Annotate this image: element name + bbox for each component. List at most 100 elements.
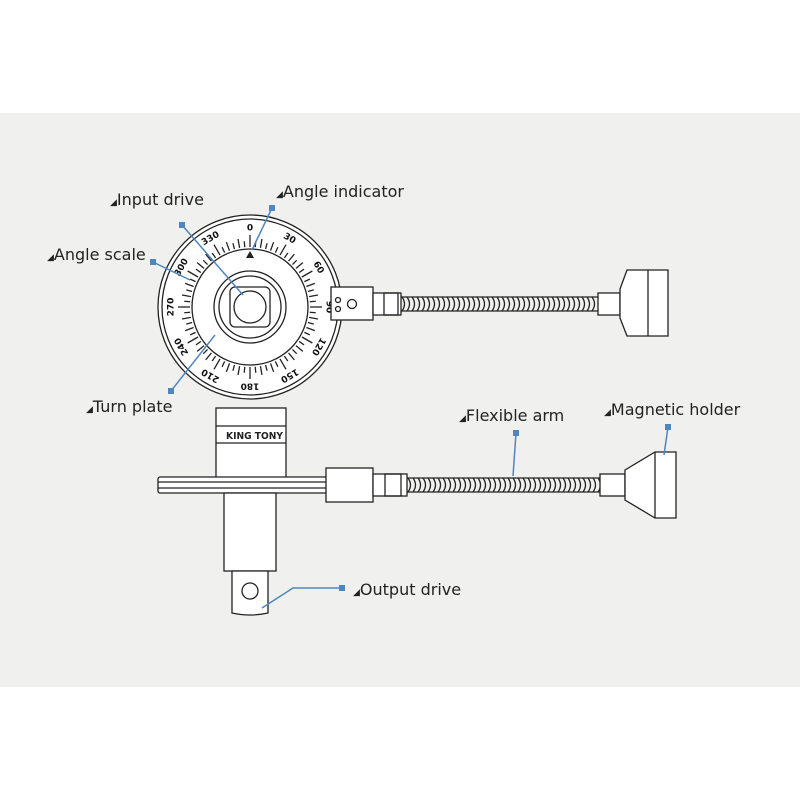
scale-tick	[304, 278, 311, 283]
scale-tick	[309, 311, 316, 314]
scale-tick	[211, 355, 217, 362]
arm-coil	[541, 296, 546, 312]
arm-coil	[467, 477, 472, 493]
arm-coil	[587, 477, 592, 493]
scale-tick	[307, 289, 314, 293]
flexible-arm-top	[401, 296, 598, 312]
arm-coil	[426, 296, 431, 312]
scale-tick	[288, 253, 295, 262]
arm-coil	[512, 477, 517, 493]
scale-tick	[237, 365, 241, 376]
scale-tick	[184, 300, 191, 303]
scale-tick	[301, 270, 313, 278]
scale-tick	[205, 352, 212, 361]
scale-tick	[243, 366, 246, 373]
arm-coil	[406, 296, 411, 312]
scale-tick	[307, 321, 314, 325]
arm-coil	[432, 477, 437, 493]
label-input-drive: ◢Input drive	[110, 190, 204, 209]
arm-coil	[412, 477, 417, 493]
scale-tick	[264, 243, 268, 250]
hub-inner	[218, 275, 282, 339]
scale-tick	[181, 294, 192, 298]
scale-tick	[187, 336, 199, 344]
arm-coil	[421, 296, 426, 312]
scale-tick	[306, 326, 316, 332]
scale-tick	[243, 241, 246, 248]
arm-clamp-side	[325, 467, 374, 503]
scale-tick	[301, 336, 313, 344]
arm-coil	[567, 477, 572, 493]
scale-tick	[186, 289, 193, 293]
scale-tick	[232, 364, 236, 371]
arm-coil	[562, 477, 567, 493]
scale-tick	[196, 262, 205, 269]
arm-fitting-left	[372, 292, 402, 316]
scale-tick	[189, 278, 196, 283]
arm-coil	[592, 477, 597, 493]
input-drive-square	[229, 286, 271, 328]
arm-coil	[457, 477, 462, 493]
arm-coil	[492, 477, 497, 493]
arm-coil	[497, 477, 502, 493]
flexible-arm-side	[407, 477, 602, 493]
arm-coil	[552, 477, 557, 493]
arm-coil	[557, 477, 562, 493]
scale-tick	[186, 321, 193, 325]
output-drive-square	[231, 570, 269, 616]
arm-coil	[582, 477, 587, 493]
arm-coil	[577, 477, 582, 493]
label-output-drive: ◢Output drive	[353, 580, 461, 599]
scale-tick	[279, 244, 287, 256]
scale-tick	[202, 259, 209, 266]
scale-tick	[309, 300, 316, 303]
arm-coil	[546, 296, 551, 312]
scale-tick	[269, 241, 275, 251]
arm-coil	[501, 296, 506, 312]
scale-tick	[221, 361, 226, 368]
arm-coil	[487, 477, 492, 493]
arm-coil	[456, 296, 461, 312]
scale-tick	[295, 345, 304, 352]
arm-coil	[531, 296, 536, 312]
label-magnetic-holder: ◢Magnetic holder	[604, 400, 741, 419]
scale-tick	[308, 316, 319, 320]
arm-coil	[452, 477, 457, 493]
input-drive-hole	[233, 290, 267, 324]
label-angle-scale: ◢Angle scale	[47, 245, 146, 264]
scale-number: 180	[241, 381, 260, 391]
scale-tick	[291, 348, 298, 355]
callout-labels: ◢Input drive ◢Angle indicator ◢Angle sca…	[47, 182, 741, 599]
scale-tick	[274, 246, 279, 253]
brand-logo: KING TONY	[226, 431, 284, 442]
scale-tick	[211, 252, 217, 259]
scale-tick	[308, 294, 319, 298]
scale-tick	[195, 268, 202, 274]
arm-coil	[516, 296, 521, 312]
arm-coil	[491, 296, 496, 312]
arm-coil	[566, 296, 571, 312]
scale-number: 90	[324, 301, 334, 314]
scale-tick	[189, 331, 196, 336]
scale-tick	[304, 331, 311, 336]
scale-tick	[237, 238, 241, 249]
arm-coil	[532, 477, 537, 493]
arm-coil	[466, 296, 471, 312]
arm-coil	[417, 477, 422, 493]
scale-tick	[279, 358, 287, 370]
arm-coil	[591, 296, 596, 312]
scale-tick	[295, 262, 304, 269]
arm-coil	[521, 296, 526, 312]
arm-coil	[471, 296, 476, 312]
scale-tick	[264, 364, 268, 371]
arm-coil	[542, 477, 547, 493]
scale-tick	[291, 259, 298, 266]
arm-coil	[482, 477, 487, 493]
arm-coil	[462, 477, 467, 493]
arm-coil	[427, 477, 432, 493]
arm-coil	[441, 296, 446, 312]
angle-indicator-pointer	[246, 251, 254, 258]
scale-tick	[232, 243, 236, 250]
magnetic-holder-top	[619, 269, 669, 337]
